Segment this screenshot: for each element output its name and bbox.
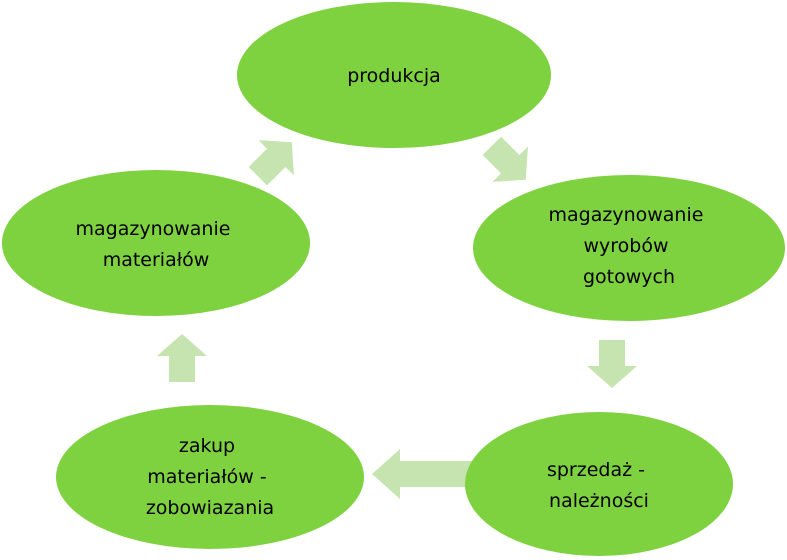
arrow-magazynowanie-wyrobow-to-sprzedaz [587, 340, 637, 388]
node-sprzedaz-line-2: należności [549, 490, 649, 512]
node-produkcja-label: produkcja [347, 65, 441, 87]
node-sprzedaz-line-1: sprzedaż - [547, 459, 645, 481]
node-zakup-materialow-shape [56, 405, 364, 549]
node-zakup-materialow-line-1: zakup [179, 435, 235, 457]
node-sprzedaz: sprzedaż - należności [465, 412, 733, 556]
arrow-magazynowanie-materialow-to-produkcja [248, 140, 294, 186]
node-magazynowanie-wyrobow-label: magazynowanie wyrobów gotowych [549, 204, 710, 288]
node-magazynowanie-materialow: magazynowanie materiałów [2, 170, 310, 316]
node-zakup-materialow-line-3: zobowiazania [146, 497, 274, 519]
node-magazynowanie-wyrobow: magazynowanie wyrobów gotowych [473, 175, 785, 321]
node-magazynowanie-wyrobow-line-2: wyrobów [583, 235, 668, 257]
node-magazynowanie-materialow-line-2: materiałów [103, 249, 210, 271]
node-produkcja-line-1: produkcja [347, 65, 441, 87]
node-magazynowanie-materialow-shape [2, 170, 310, 316]
node-zakup-materialow-line-2: materiałów - [147, 466, 266, 488]
node-magazynowanie-materialow-label: magazynowanie materiałów [76, 218, 237, 271]
node-produkcja: produkcja [237, 2, 551, 148]
node-sprzedaz-label: sprzedaż - należności [547, 459, 651, 512]
node-magazynowanie-materialow-line-1: magazynowanie [76, 218, 231, 240]
arrow-zakup-materialow-to-magazynowanie-materialow [157, 334, 207, 382]
arrow-produkcja-to-magazynowanie-wyrobow [482, 136, 528, 182]
node-zakup-materialow: zakup materiałów - zobowiazania [56, 405, 364, 549]
node-produkcja-shape [237, 2, 551, 148]
node-sprzedaz-shape [465, 412, 733, 556]
node-magazynowanie-wyrobow-line-1: magazynowanie [549, 204, 704, 226]
node-zakup-materialow-label: zakup materiałów - zobowiazania [146, 435, 274, 519]
node-magazynowanie-wyrobow-shape [473, 175, 785, 321]
node-magazynowanie-wyrobow-line-3: gotowych [583, 266, 675, 288]
